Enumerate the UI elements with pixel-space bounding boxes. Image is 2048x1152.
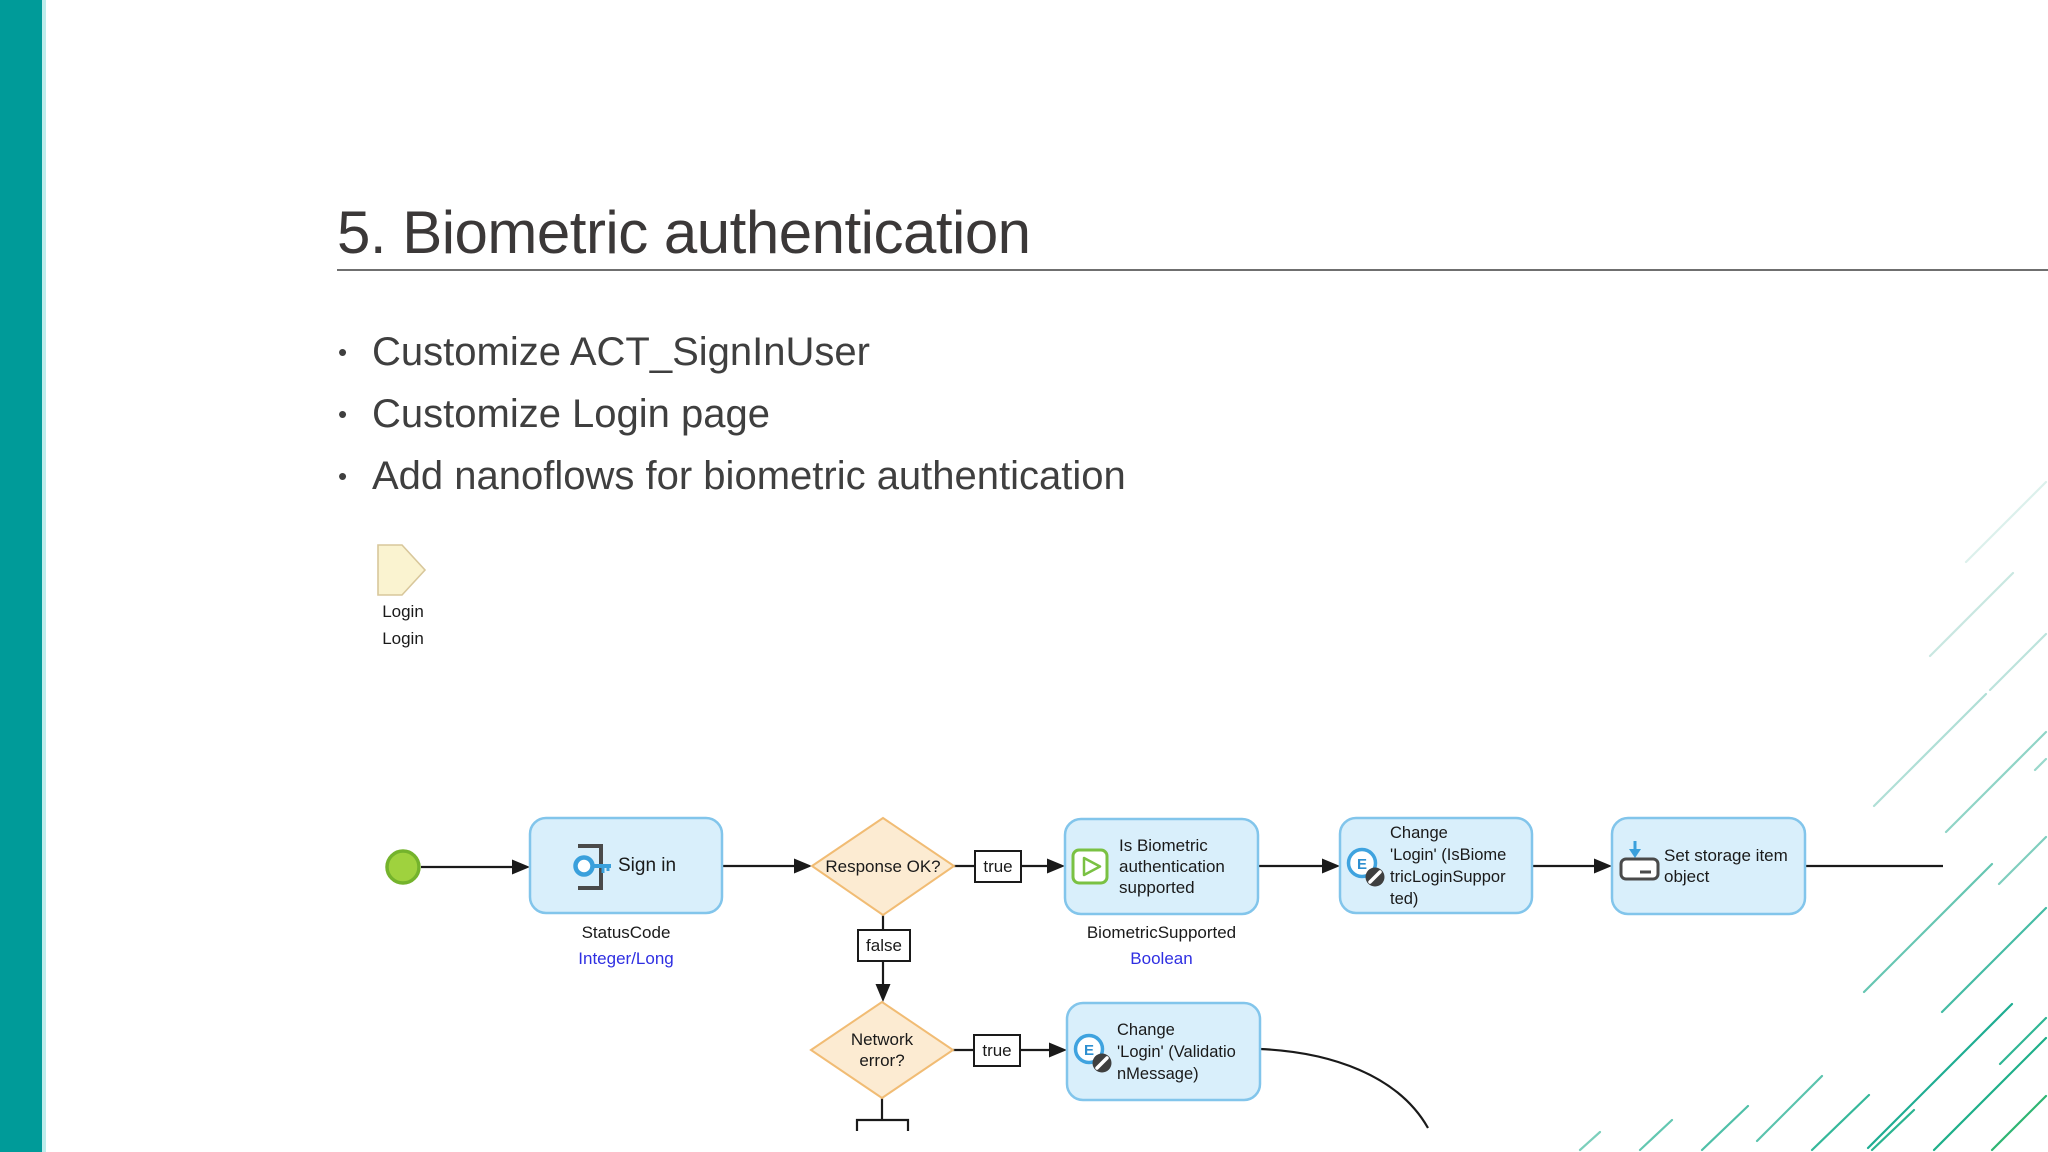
bullet-text: Customize ACT_SignInUser (372, 330, 870, 374)
start-event (385, 849, 421, 885)
title-underline (337, 269, 2048, 271)
set-storage-label: Set storage item object (1664, 846, 1788, 886)
svg-text:E: E (1084, 1042, 1094, 1059)
false-edge-label: false (866, 936, 902, 955)
change-login-biometric-activity (1338, 816, 1534, 915)
change-login-validation-activity (1065, 1001, 1262, 1102)
bullet-item: • Customize Login page (338, 392, 1126, 454)
nanoflow-play-icon (1071, 848, 1109, 885)
bullet-item: • Customize ACT_SignInUser (338, 330, 1126, 392)
bullet-dot-icon: • (338, 461, 348, 491)
true-edge-box-1 (974, 850, 1022, 883)
integer-long-label: Integer/Long (578, 949, 674, 968)
connectors (421, 864, 1943, 1131)
svg-text:E: E (1357, 856, 1367, 873)
boolean-label: Boolean (1130, 949, 1193, 968)
left-accent-bar-edge (42, 0, 46, 1152)
change-login-biometric-label: Change 'Login' (IsBiome tricLoginSuppor … (1390, 823, 1507, 908)
response-ok-decision (810, 816, 956, 917)
sign-in-key-icon (573, 844, 611, 890)
bullet-dot-icon: • (338, 399, 348, 429)
page-link-label: Login (382, 629, 424, 648)
bullet-text: Customize Login page (372, 392, 771, 436)
page-title: 5. Biometric authentication (337, 199, 1031, 266)
login-page-icon (377, 544, 427, 596)
corner-stripes-decoration (1578, 480, 2048, 1152)
is-biometric-activity (1063, 817, 1260, 916)
page-name-label: Login (382, 602, 424, 621)
bullet-text: Add nanoflows for biometric authenticati… (372, 454, 1126, 498)
is-biometric-label: Is Biometric authentication supported (1119, 836, 1225, 897)
left-accent-bar (0, 0, 42, 1152)
bullet-dot-icon: • (338, 337, 348, 367)
change-object-icon: E (1346, 847, 1385, 887)
sign-in-label: Sign in (618, 854, 677, 876)
response-ok-label: Response OK? (825, 857, 941, 876)
true-edge-box-2 (973, 1034, 1021, 1067)
change-object-icon: E (1073, 1033, 1112, 1073)
true-edge-label-1: true (983, 857, 1013, 876)
arrowhead-icons (512, 858, 1612, 1058)
network-error-label: Network error? (850, 1030, 914, 1070)
curve-connector (1259, 1047, 1429, 1129)
cutoff-box-top (855, 1118, 910, 1131)
storage-item-icon (1619, 841, 1660, 881)
false-edge-box (857, 929, 911, 962)
biometricsupported-label: BiometricSupported (1086, 923, 1237, 942)
true-edge-label-2: true (982, 1041, 1012, 1060)
statuscode-label: StatusCode (581, 923, 671, 942)
bullet-item: • Add nanoflows for biometric authentica… (338, 454, 1126, 516)
network-error-decision (809, 1000, 955, 1100)
set-storage-activity (1610, 816, 1807, 916)
change-login-validation-label: Change 'Login' (Validatio nMessage) (1117, 1020, 1236, 1083)
bullet-list: • Customize ACT_SignInUser • Customize L… (338, 330, 1126, 516)
